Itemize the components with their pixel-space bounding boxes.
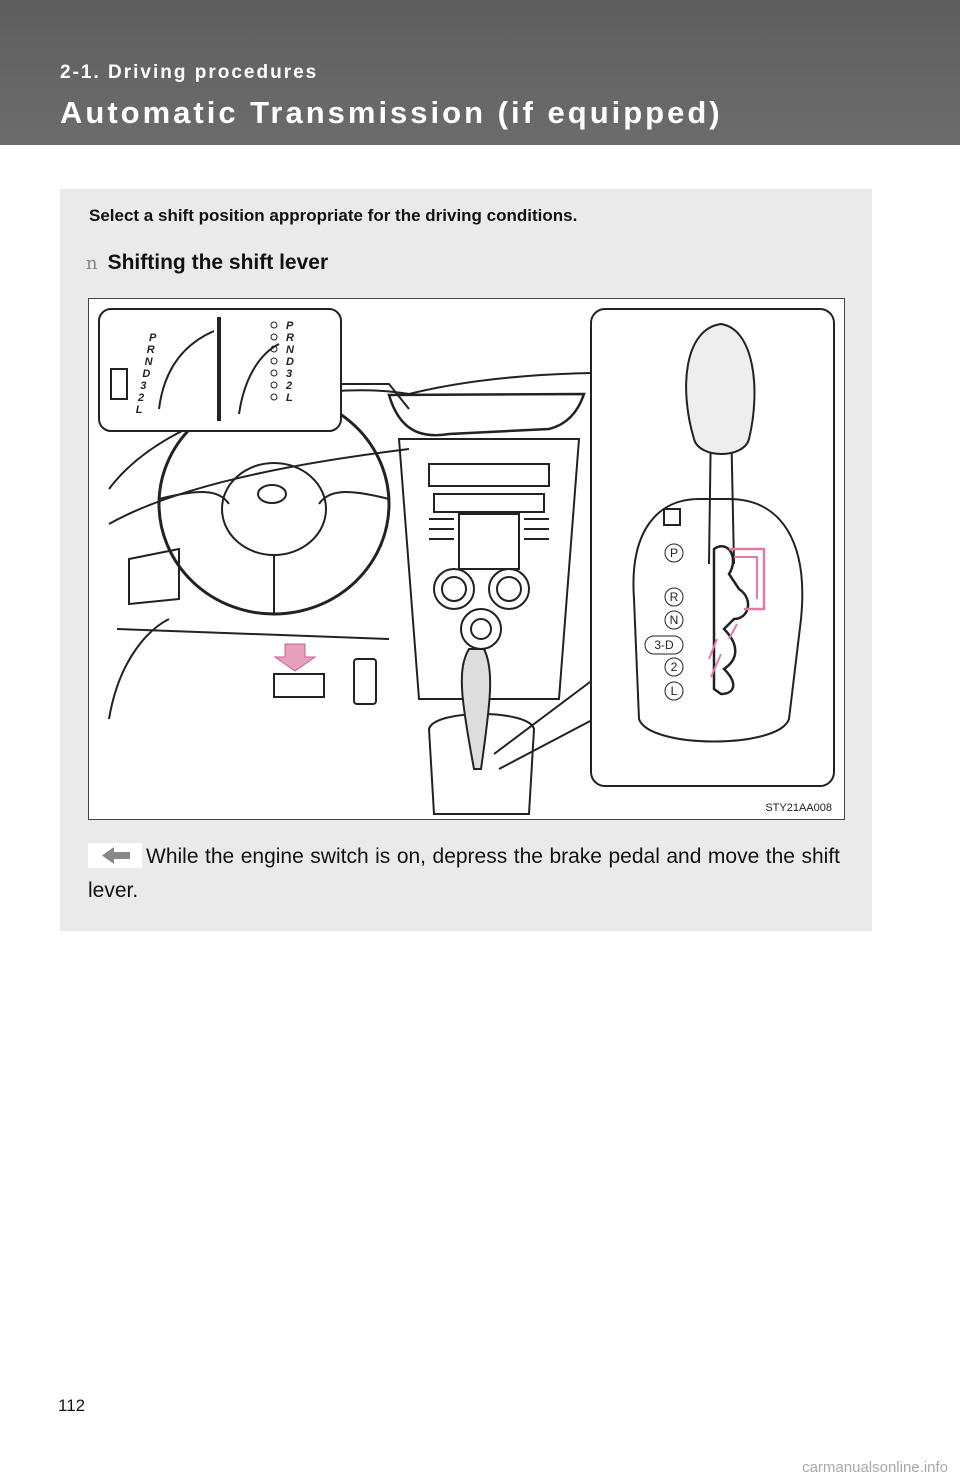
gate-label-N-text: N [670,613,679,627]
figure-code: STY21AA008 [765,802,832,814]
subheading-bullet: n [86,253,98,274]
gate-label-L: L [665,682,683,700]
page-number: 112 [58,1396,85,1416]
watermark: carmanualsonline.info [802,1459,948,1476]
cluster-left-label-4: 3 [140,380,146,392]
cluster-left-label-3: D [142,368,150,380]
cluster-right-label-1: R [286,332,294,344]
intro-text: Select a shift position appropriate for … [89,206,577,226]
cluster-left-label-5: 2 [137,392,144,404]
instruction-text: While the engine switch is on, depress t… [88,845,840,902]
section-label: 2-1. Driving procedures [60,62,318,84]
gate-label-R-text: R [670,590,679,604]
content-box: Select a shift position appropriate for … [60,189,872,931]
shift-knob [686,324,754,454]
gate-label-P-text: P [670,546,678,560]
body-text: While the engine switch is on, depress t… [88,840,840,908]
cluster-right-label-6: L [286,392,293,404]
page-title: Automatic Transmission (if equipped) [60,95,723,131]
gate-label-N: N [665,611,683,629]
gate-label-3D: 3-D [645,636,683,654]
cluster-left-label-1: R [147,344,155,356]
subheading: n Shifting the shift lever [86,251,328,275]
cluster-right-label-3: D [286,356,294,368]
brake-arrow [275,644,315,671]
gate-label-2-text: 2 [671,660,678,674]
cluster-right-label-4: 3 [286,368,292,380]
cluster-left-label-6: L [136,404,143,416]
cluster-right-label-5: 2 [285,380,292,392]
gate-label-2: 2 [665,658,683,676]
gate-label-R: R [665,588,683,606]
subheading-text: Shifting the shift lever [108,251,329,274]
gate-label-P: P [665,544,683,562]
arrow-icon [88,843,142,868]
cluster-left-label-2: N [145,356,154,368]
brake-pedal [274,674,324,697]
cluster-right-label-0: P [286,320,294,332]
cluster-left-label-0: P [149,332,157,344]
cluster-right-label-2: N [286,344,295,356]
gate-label-L-text: L [671,684,678,698]
gate-label-3D-text: 3-D [654,638,674,652]
